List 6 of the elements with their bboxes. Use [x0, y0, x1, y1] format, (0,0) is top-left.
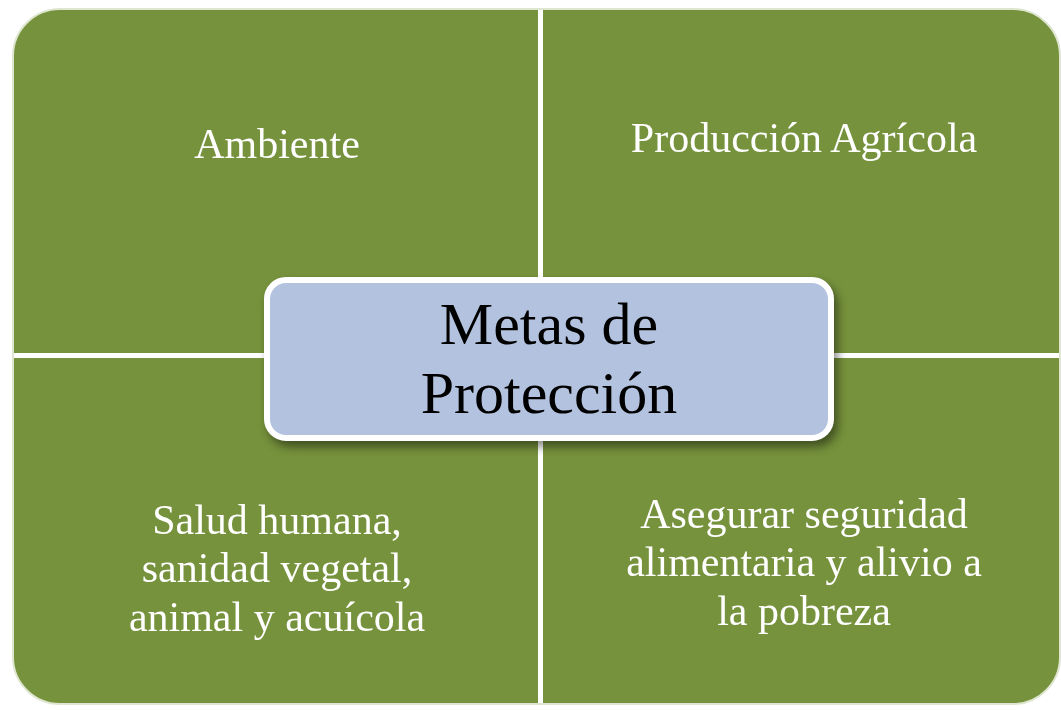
quadrant-label: Producción Agrícola — [630, 114, 978, 163]
central-box — [264, 277, 834, 441]
quadrant-label: Salud humana, sanidad vegetal, animal y acuícola — [127, 496, 427, 641]
quadrant-label: Asegurar seguridad alimentaria y alivio a la pobreza — [625, 490, 983, 635]
center-title: Metas de Protección — [419, 290, 679, 428]
quadrant-label: Ambiente — [194, 120, 360, 169]
